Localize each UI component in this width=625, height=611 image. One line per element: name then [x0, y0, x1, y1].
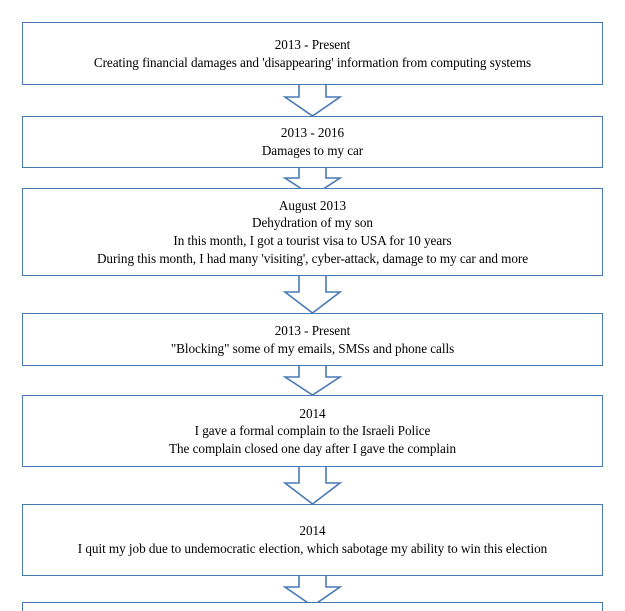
flow-node-6-line-2: I quit my job due to undemocratic electi… — [77, 541, 548, 556]
down-block-arrow-icon-1 — [282, 85, 343, 117]
flow-node-5[interactable]: 2014 I gave a formal complain to the Isr… — [22, 395, 603, 467]
flow-node-5-line-2: I gave a formal complain to the Israeli … — [194, 423, 431, 439]
flow-node-4-line-1: 2013 - Present — [274, 322, 351, 338]
flow-node-6-line-1: 2014 — [299, 523, 326, 539]
flow-node-3[interactable]: August 2013 Dehydration of my son In thi… — [22, 188, 603, 276]
flow-node-2-line-1: 2013 - 2016 — [280, 125, 345, 141]
flow-node-3-line-2: Dehydration of my son — [252, 215, 373, 231]
flow-node-7[interactable] — [22, 602, 603, 611]
flow-node-5-line-1: 2014 — [299, 405, 326, 421]
flow-node-4[interactable]: 2013 - Present "Blocking" some of my ema… — [22, 313, 603, 366]
flow-node-1-line-2: Creating financial damages and 'disappea… — [93, 54, 532, 70]
flow-node-4-line-2: "Blocking" some of my emails, SMSs and p… — [170, 340, 455, 356]
flow-node-1-line-1: 2013 - Present — [274, 36, 351, 52]
flow-node-2[interactable]: 2013 - 2016 Damages to my car — [22, 116, 603, 168]
flow-node-3-line-4: During this month, I had many 'visiting'… — [96, 250, 529, 266]
flow-node-3-line-1: August 2013 — [278, 197, 347, 213]
flow-node-6[interactable]: 2014 I quit my job due to undemocratic e… — [22, 504, 603, 576]
down-block-arrow-icon-5 — [282, 467, 343, 506]
flow-node-1[interactable]: 2013 - Present Creating financial damage… — [22, 22, 603, 85]
down-block-arrow-icon-4 — [282, 366, 343, 396]
flow-node-5-line-3: The complain closed one day after I gave… — [169, 440, 456, 456]
down-block-arrow-icon-3 — [282, 276, 343, 315]
flow-node-2-line-2: Damages to my car — [261, 143, 364, 158]
flow-node-3-line-3: In this month, I got a tourist visa to U… — [173, 233, 452, 248]
